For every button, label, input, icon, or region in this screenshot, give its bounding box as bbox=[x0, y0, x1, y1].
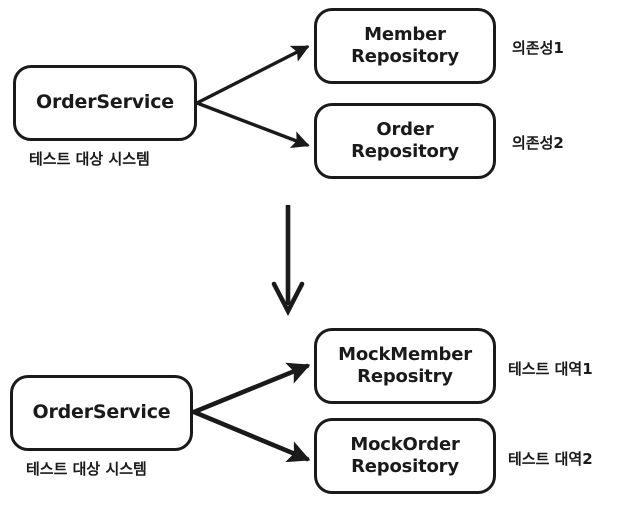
node-member-repository: Member Repository bbox=[314, 8, 496, 84]
node-order-service-bottom-label: OrderService bbox=[32, 401, 171, 424]
node-order-service-bottom: OrderService bbox=[10, 375, 193, 451]
node-mock-order-repository: MockOrder Repository bbox=[314, 418, 496, 494]
node-order-repository: Order Repository bbox=[314, 103, 496, 179]
node-order-service-top-label: OrderService bbox=[36, 91, 174, 114]
note-dependency-1: 의존성1 bbox=[512, 39, 564, 57]
note-test-double-2: 테스트 대역2 bbox=[508, 450, 593, 468]
node-order-repository-label: Order Repository bbox=[351, 119, 459, 162]
node-mock-member-repository: MockMember Repositry bbox=[314, 328, 496, 404]
node-mock-order-repository-label: MockOrder Repository bbox=[350, 434, 460, 477]
arrow-sut-to-order-repository bbox=[195, 101, 310, 148]
arrow-sut-to-mock-order-repository bbox=[191, 409, 311, 463]
caption-system-under-test-top: 테스트 대상 시스템 bbox=[29, 150, 150, 168]
arrow-sut-to-mock-member-repository bbox=[191, 362, 311, 415]
note-test-double-1: 테스트 대역1 bbox=[508, 360, 593, 378]
caption-system-under-test-bottom: 테스트 대상 시스템 bbox=[26, 460, 147, 478]
node-order-service-top: OrderService bbox=[13, 65, 197, 141]
down-arrow-icon bbox=[271, 205, 305, 316]
arrow-sut-to-member-repository bbox=[195, 45, 310, 105]
note-dependency-2: 의존성2 bbox=[512, 134, 564, 152]
node-mock-member-repository-label: MockMember Repositry bbox=[338, 344, 472, 387]
node-member-repository-label: Member Repository bbox=[351, 24, 459, 67]
